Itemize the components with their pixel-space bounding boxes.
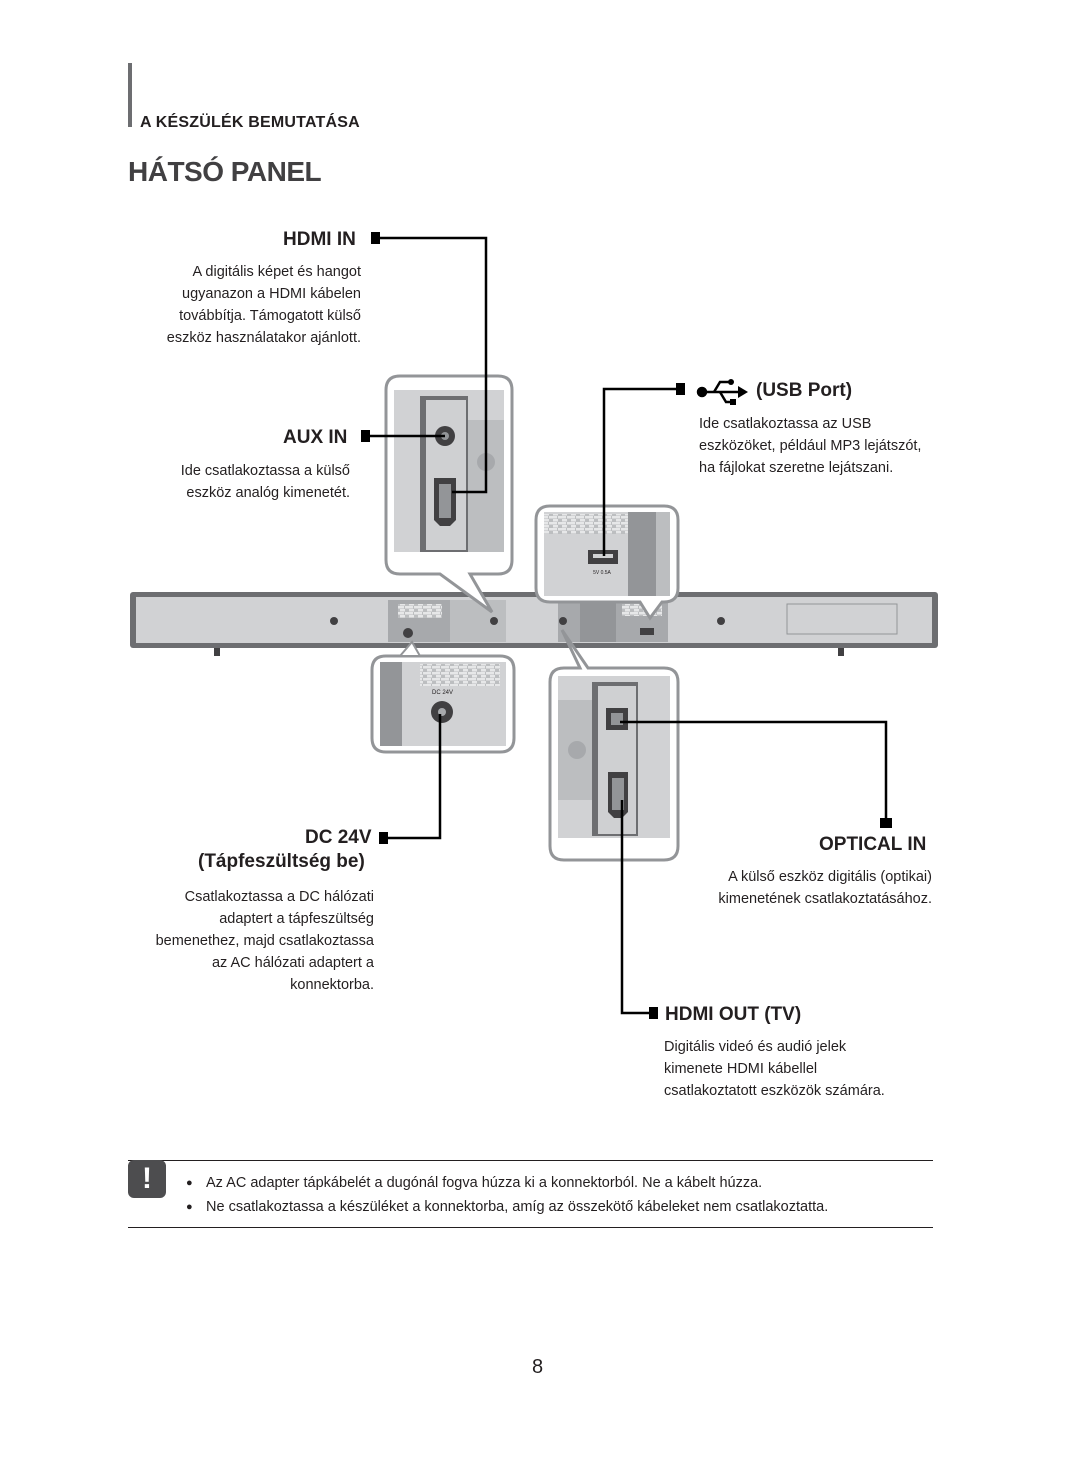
dc-desc-line: bemenethez, majd csatlakoztassa [155,933,374,949]
bullet-icon: ● [186,1177,193,1189]
dc-desc-line: Csatlakoztassa a DC hálózati [184,889,374,905]
usb-desc-line: eszközöket, például MP3 lejátszót, [699,438,922,454]
aux-in-desc-line: eszköz analóg kimenetét. [186,485,350,501]
note-item: ● Az AC adapter tápkábelét a dugónál fogv… [186,1175,762,1191]
hdmi-in-label: HDMI IN [283,229,356,250]
page-number: 8 [532,1356,544,1378]
note-rule-top [128,1160,933,1161]
hdmi-out-description: Digitális videó és audió jelek kimenete … [664,1036,885,1102]
dc-desc-line: konnektorba. [290,977,374,993]
note-text: Az AC adapter tápkábelét a dugónál fogva… [206,1175,763,1191]
dc-description: Csatlakoztassa a DC hálózati adaptert a … [156,886,374,996]
page-title: HÁTSÓ PANEL [128,156,322,187]
usb-icon [696,379,748,405]
usb-rating-mark: 5V 0.5A [593,570,611,576]
usb-port-label: (USB Port) [756,380,853,401]
optical-in-description: A külső eszköz digitális (optikai) kimen… [718,866,932,910]
aux-in-desc-line: Ide csatlakoztassa a külső [180,463,350,479]
optical-desc-line: kimenetének csatlakoztatásához. [718,891,932,907]
callout-optical-hdmi-out [548,629,680,862]
callout-aux-hdmi-in [384,374,514,614]
soundbar-body [130,592,938,656]
usb-desc-line: Ide csatlakoztassa az USB [699,416,872,432]
aux-in-description: Ide csatlakoztassa a külső eszköz analóg… [181,460,350,504]
callout-usb: 5V 0.5A [534,504,680,621]
hdmi-out-desc-line: Digitális videó és audió jelek [664,1039,847,1055]
usb-port-description: Ide csatlakoztassa az USB eszközöket, pé… [699,413,921,479]
hdmi-out-desc-line: csatlakoztatott eszközök számára. [664,1083,885,1099]
caution-icon: ! [128,1160,166,1198]
hdmi-in-description: A digitális képet és hangot ugyanazon a … [167,261,361,349]
dc-desc-line: az AC hálózati adaptert a [211,955,374,971]
leader-markers [361,232,892,1019]
hdmi-in-desc-line: ugyanazon a HDMI kábelen [182,286,361,302]
hdmi-in-desc-line: A digitális képet és hangot [192,264,361,280]
hdmi-out-desc-line: kimenete HDMI kábellel [664,1061,818,1077]
note-rule-bottom [128,1227,933,1228]
dc-desc-line: adaptert a tápfeszültség [219,911,374,927]
aux-in-label: AUX IN [283,427,348,448]
dc-mark: DC 24V [432,690,453,696]
dc-label-secondary: (Tápfeszültség be) [198,851,365,872]
section-label: A KÉSZÜLÉK BEMUTATÁSA [140,114,360,131]
hdmi-in-desc-line: továbbítja. Támogatott külső [179,308,361,324]
dc-label: DC 24V [305,827,372,848]
callout-dc: DC 24V [370,640,516,754]
note-item: ● Ne csatlakoztassa a készüléket a konnek… [186,1199,828,1215]
hdmi-out-label: HDMI OUT (TV) [665,1004,802,1025]
hdmi-in-desc-line: eszköz használatakor ajánlott. [166,330,361,346]
usb-desc-line: ha fájlokat szeretne lejátszani. [699,460,894,476]
optical-desc-line: A külső eszköz digitális (optikai) [728,869,932,885]
bullet-icon: ● [186,1201,193,1213]
optical-in-label: OPTICAL IN [819,834,927,855]
note-text: Ne csatlakoztassa a készüléket a konnekt… [206,1199,829,1215]
section-bar [128,63,132,127]
leader-lines [367,236,888,1015]
